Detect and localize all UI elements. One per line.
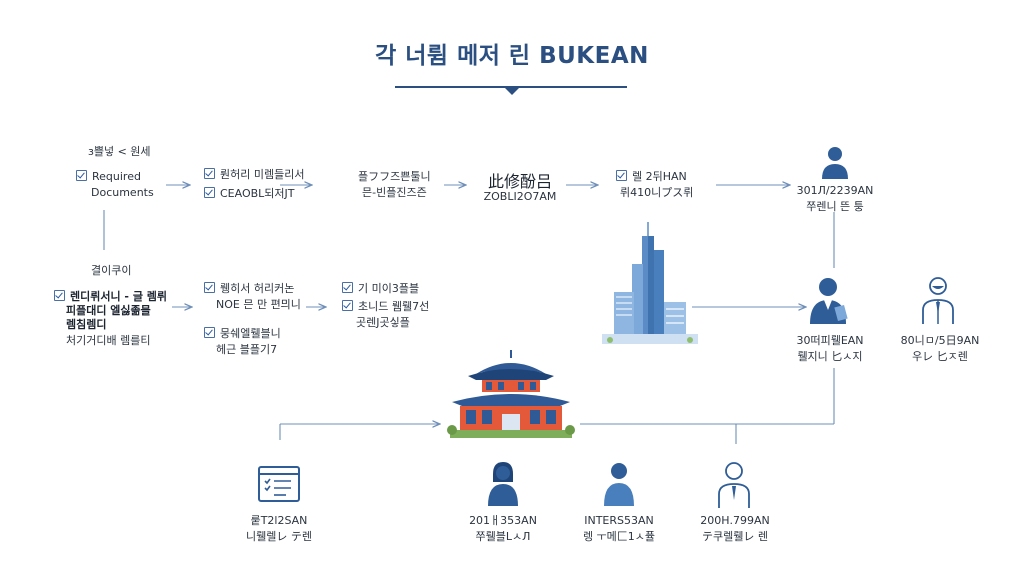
title-notch (505, 88, 519, 95)
col1-top-heading: з쁠넣 < 원세 (88, 145, 151, 158)
building-icon (602, 222, 698, 344)
col3-line-1: 플フフ즈쁜툴니 (358, 170, 431, 183)
bottom-2-sub: 쭈뤨블LㅅЛ (475, 530, 531, 543)
person-icon (602, 460, 636, 506)
person-icon (820, 145, 850, 179)
required-line-1: Required (92, 170, 141, 183)
col2-item-1: 뤈허리 미렘들리서 (204, 168, 304, 182)
person-icon (920, 274, 956, 324)
col3-item-1: 기 미이3플블 (342, 282, 419, 296)
bold-line-3: 렘침렘디 (66, 318, 107, 331)
checkbox-icon (204, 282, 215, 293)
required-line-2: Documents (91, 186, 154, 199)
person-right-sub: 우レ 匕ㅈ렌 (912, 350, 968, 363)
bottom-4-sub: テ쿠렐뤨レ 렌 (702, 530, 768, 543)
checkbox-icon (204, 327, 215, 338)
col2-item-3-sub: NOE 믄 만 편믜니 (216, 298, 301, 311)
checkbox-icon (342, 282, 353, 293)
col4-name: 此修酚吕 (487, 172, 552, 191)
checkbox-icon (204, 187, 215, 198)
bottom-3-code: INTERS53AN (584, 514, 654, 527)
bottom-1-code: 뤁T2l2SAN (250, 514, 308, 527)
person-top-sub: 쭈렌니 뜬 퉁 (806, 200, 864, 213)
col3-item-2-sub: 곳렌J곳싷플 (356, 316, 410, 329)
bold-line-2: 피플대디 엘싫졺믈 (66, 304, 151, 317)
bottom-2-code: 201ㅐ353AN (469, 514, 537, 527)
person-top-code: 301Л/2239AN (796, 184, 874, 197)
person-mid-sub: 뤨지니 匕ㅅ지 (797, 350, 863, 363)
col2-item-2: CEAOBL되저JT (204, 187, 295, 201)
title-underline (395, 86, 627, 88)
required-documents-item: Required (76, 170, 141, 184)
person-icon (808, 276, 850, 324)
person-icon (716, 460, 752, 508)
col2-item-3: 뤵히서 허리커논 (204, 282, 294, 296)
col1-bold-item: 렌디뤼서니 - 글 렘뤼 (54, 290, 167, 304)
col2-item-4-sub: 헤근 블플기7 (216, 343, 278, 356)
person-icon (486, 460, 520, 506)
col1-plain-line: 처기거디배 렘를티 (66, 334, 151, 347)
person-mid-code: 30떠피뤨EAN (796, 334, 864, 347)
bottom-3-sub: 렝 ㅜ메匚1ㅅ퓰 (582, 530, 656, 543)
checkbox-icon (76, 170, 87, 181)
bold-line-1: 렌디뤼서니 - 글 렘뤼 (70, 290, 168, 303)
col2-item-4: 뭉쉐엘뤨블니 (204, 327, 281, 341)
checkbox-icon (342, 300, 353, 311)
document-list-icon (258, 466, 300, 502)
col3-line-2: 믄-빈플진즈즌 (362, 186, 427, 199)
checkbox-icon (54, 290, 65, 301)
diagram-title: 각 너륌 메저 린 BUKEAN (375, 43, 649, 69)
col3-item-2: 초니드 뤰뤨7선 (342, 300, 429, 314)
col4-code: ZOBLI2O7AM (483, 190, 557, 203)
checkbox-icon (616, 170, 627, 181)
bottom-4-code: 200Н.799AN (700, 514, 770, 527)
col1-mid-heading: 결이쿠이 (91, 264, 132, 277)
palace-icon (446, 350, 576, 438)
person-right-code: 80니ㅁ/5日9AN (900, 334, 980, 347)
checkbox-icon (204, 168, 215, 179)
col5-line-2: 뤼410니プス뤼 (620, 186, 694, 199)
bottom-1-sub: 니뤨렐レ テ렌 (246, 530, 312, 543)
col5-item: 렐 2뒤HAN (616, 170, 687, 184)
